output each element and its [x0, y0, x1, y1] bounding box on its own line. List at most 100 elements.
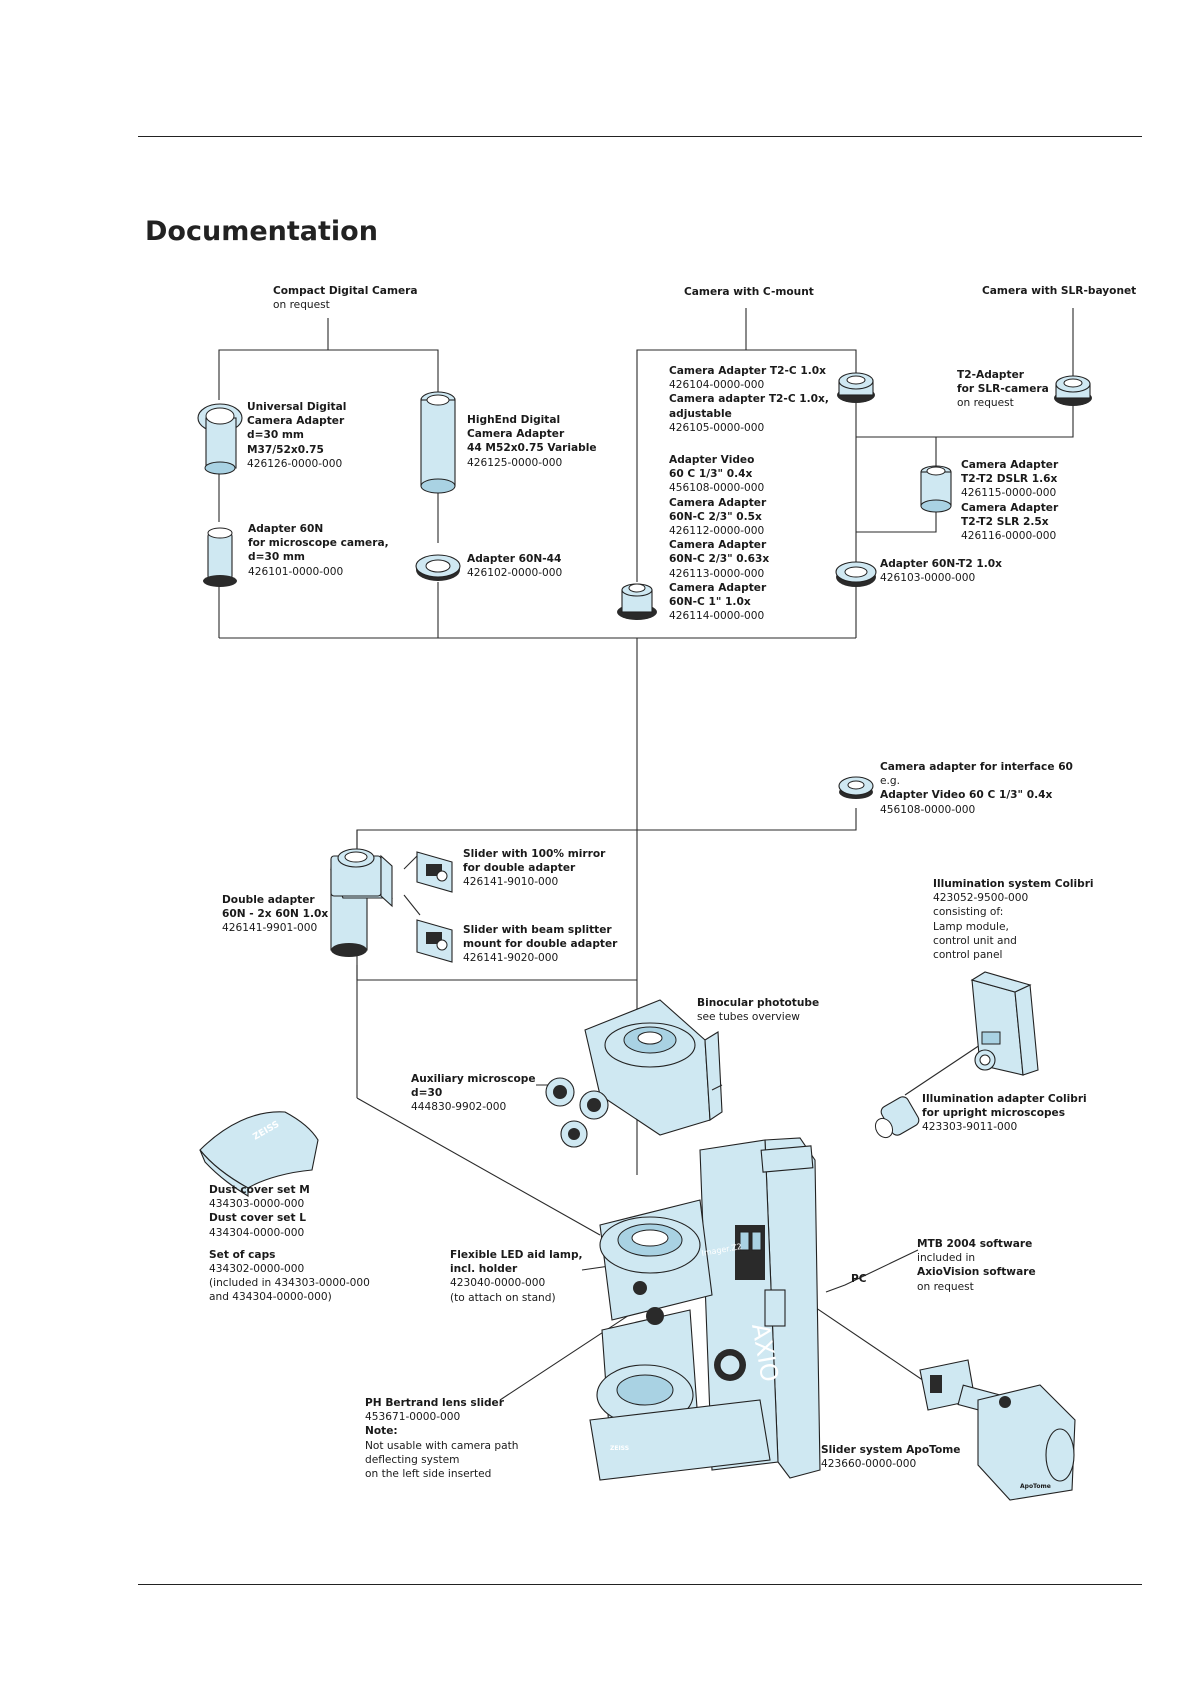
label-line: 426114-0000-000 [669, 610, 765, 623]
label-line: Note: [365, 1425, 398, 1438]
label-line: 423660-0000-000 [821, 1458, 917, 1471]
label-line: Compact Digital Camera [273, 285, 418, 297]
label-line: Camera Adapter [669, 539, 767, 552]
label-line: Adapter 60N-T2 1.0x [880, 558, 1003, 570]
t2-dslr-adapter-icon [920, 465, 952, 513]
label-line: 426113-0000-000 [669, 567, 765, 580]
label-line: see tubes overview [697, 1011, 800, 1024]
label-line: Dust cover set L [209, 1212, 306, 1225]
label-line: Camera with C-mount [684, 286, 814, 298]
label-line: 60N-C 2/3" 0.63x [669, 553, 770, 566]
label-line: on the left side inserted [365, 1468, 492, 1481]
double-adapter-icon [330, 848, 393, 957]
label-line: 426104-0000-000 [669, 379, 765, 392]
label-line: MTB 2004 software [917, 1238, 1033, 1250]
label-line: 60N-C 1" 1.0x [669, 596, 751, 609]
label-line: Camera Adapter [669, 581, 767, 594]
label-line: 426101-0000-000 [248, 565, 344, 578]
binocular-phototube-icon [545, 999, 723, 1148]
bottom-rule [138, 1584, 1142, 1585]
label-line: Camera Adapter [467, 428, 565, 441]
label-line: Adapter 60N [248, 523, 324, 535]
label-line: Adapter Video [669, 454, 755, 466]
label-line: 60N-C 2/3" 0.5x [669, 510, 762, 523]
label-line: Illumination adapter Colibri [922, 1093, 1087, 1105]
label-line: 434302-0000-000 [209, 1263, 305, 1276]
interface60-adapter-icon [838, 776, 874, 799]
adapter-60n-icon [203, 527, 237, 587]
label-line: for double adapter [463, 862, 576, 875]
label-line: 426141-9010-000 [463, 876, 559, 889]
label-line: Not usable with camera path [365, 1439, 519, 1452]
label-line: for SLR-camera [957, 383, 1049, 396]
page-title: Documentation [145, 216, 378, 247]
cmount-adapter-icon [617, 583, 657, 620]
label-line: d=30 mm [247, 429, 304, 442]
top-rule [138, 136, 1142, 137]
label-line: Set of caps [209, 1248, 276, 1261]
connector-lines [218, 308, 1074, 1401]
label-line: incl. holder [450, 1263, 518, 1276]
label-line: Slider with beam splitter [463, 924, 612, 936]
apotome-logo-text: ApoTome [1020, 1483, 1051, 1490]
t2c-adapter-icon [837, 372, 875, 403]
slider-mirror-icon [416, 851, 453, 893]
slider-beam-icon [416, 919, 453, 963]
label-line: Illumination system Colibri [933, 878, 1094, 890]
label-line: Camera adapter for interface 60 [880, 761, 1073, 773]
label-line: on request [957, 397, 1014, 410]
label-line: 426102-0000-000 [467, 567, 563, 580]
label-line: PC [851, 1273, 867, 1285]
label-line: (to attach on stand) [450, 1291, 556, 1304]
label-line: T2-T2 DSLR 1.6x [961, 473, 1058, 486]
label-line: adjustable [669, 407, 732, 420]
label-line: d=30 mm [248, 551, 305, 564]
label-line: Adapter 60N-44 [467, 553, 562, 565]
stand-logo-text: ZEISS [610, 1445, 629, 1452]
label-line: included in [917, 1252, 976, 1265]
label-line: (included in 434303-0000-000 [209, 1277, 370, 1290]
label-line: Camera adapter T2-C 1.0x, [669, 393, 829, 406]
label-interface60: Camera adapter for interface 60 e.g.Adapt… [880, 760, 1073, 817]
label-line: for upright microscopes [922, 1107, 1066, 1120]
label-line: on request [917, 1280, 974, 1293]
label-line: 426141-9020-000 [463, 952, 559, 965]
label-line: e.g. [880, 775, 900, 788]
label-line: for microscope camera, [248, 537, 389, 550]
label-line: PH Bertrand lens slider [365, 1397, 504, 1409]
label-line: Camera Adapter T2-C 1.0x [669, 365, 826, 377]
label-line: consisting of: [933, 906, 1004, 919]
label-line: 426126-0000-000 [247, 457, 343, 470]
label-line: Lamp module, [933, 920, 1009, 933]
label-line: Adapter Video 60 C 1/3" 0.4x [880, 789, 1053, 802]
label-line: HighEnd Digital [467, 414, 561, 426]
label-line: Universal Digital [247, 401, 347, 413]
microscope-stand-icon: AXIO Imager.Z2 ZEISS [589, 1137, 821, 1481]
adapter-60n44-icon [415, 554, 461, 581]
label-line: 434303-0000-000 [209, 1198, 305, 1211]
label-line: 456108-0000-000 [880, 803, 976, 816]
label-slr-camera: Camera with SLR-bayonet [982, 284, 1136, 298]
dust-cover-icon: ZEISS [199, 1111, 319, 1197]
colibri-adapter-icon [874, 1096, 920, 1139]
label-line: Camera Adapter [961, 459, 1059, 471]
label-adapter-60n44: Adapter 60N-44 426102-0000-000 [467, 552, 562, 580]
label-line: 44 M52x0.75 Variable [467, 442, 597, 455]
label-line [209, 1240, 370, 1248]
